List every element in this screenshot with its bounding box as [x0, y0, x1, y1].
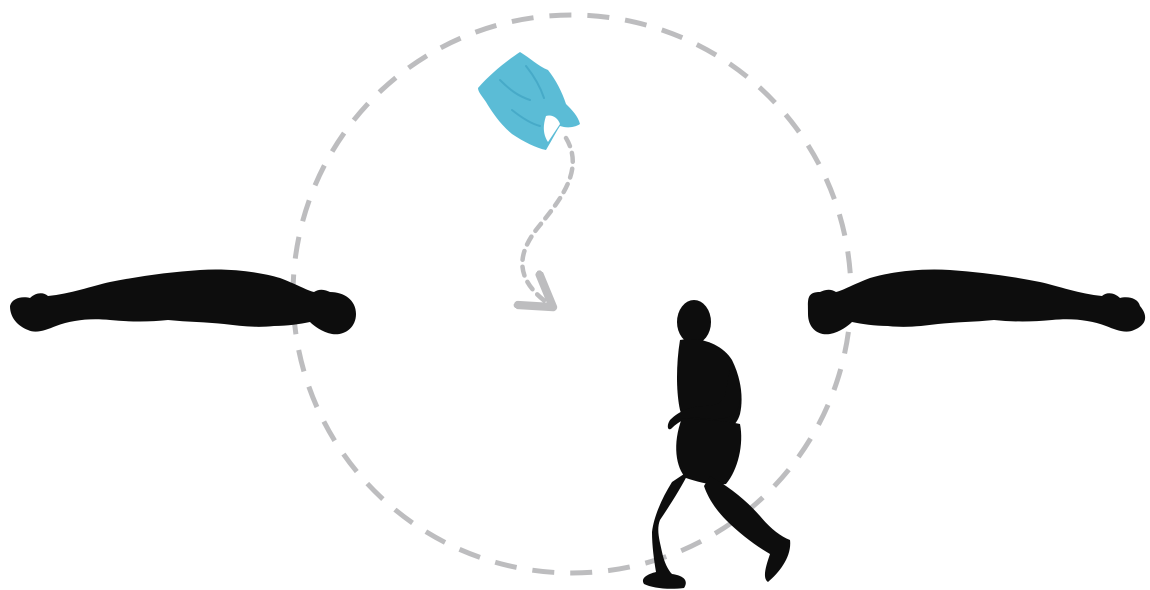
lying-person-right-icon [808, 269, 1145, 334]
lying-person-left-icon [10, 269, 356, 334]
plastic-bag-icon [478, 52, 580, 150]
running-person-icon [643, 300, 790, 589]
curved-dashed-arrow [522, 138, 572, 305]
dashed-circle-path [293, 15, 851, 573]
